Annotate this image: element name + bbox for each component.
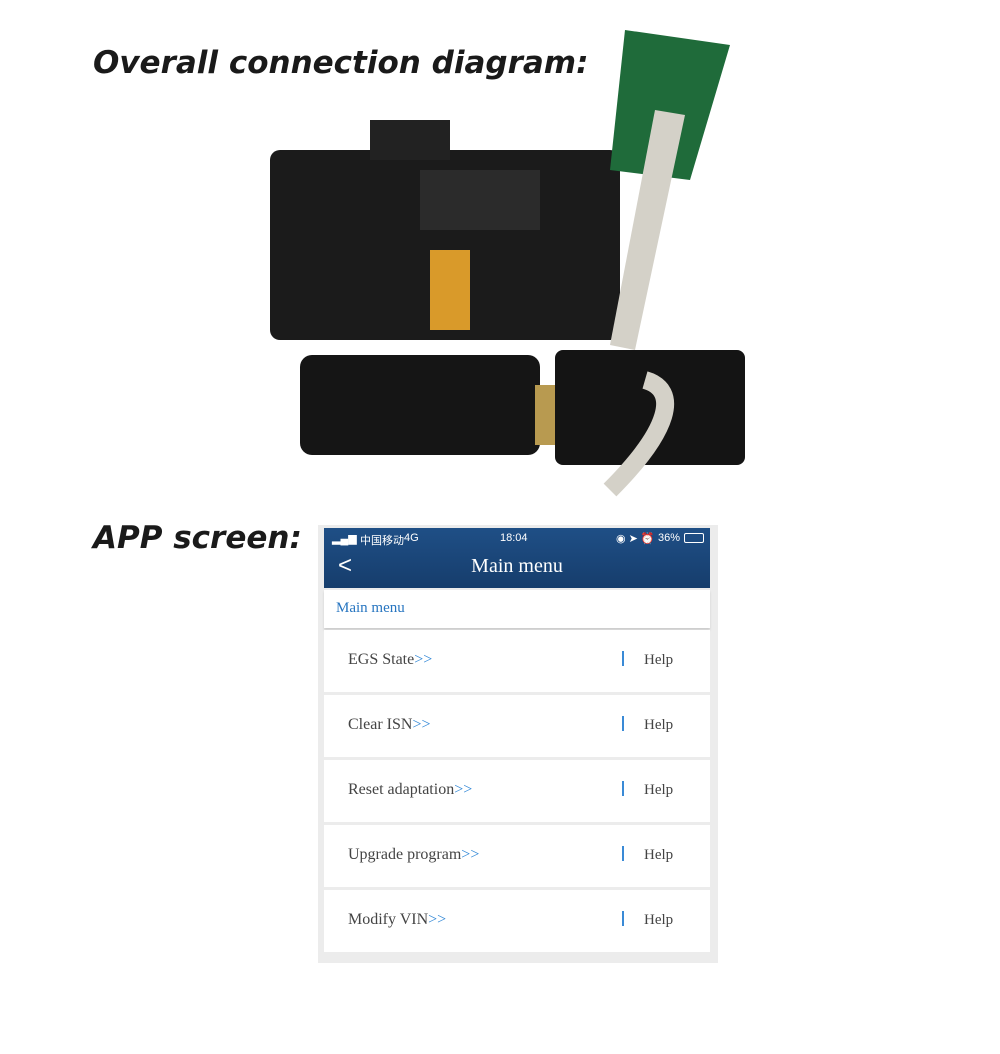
nav-bar: ▂▄▆ 中国移动 4G 18:04 ◉ ➤ ⏰ 36% < Main menu [324,528,710,588]
menu-label: EGS State [348,651,415,668]
menu-label: Clear ISN [348,716,413,733]
obd-device [300,355,540,455]
section-header: Main menu [324,590,710,628]
menu-item-egs-state[interactable]: EGS State>> Help [324,630,710,692]
menu-item-upgrade-program[interactable]: Upgrade program>> Help [324,825,710,887]
section-title[interactable]: Main menu [336,600,405,616]
adapter-board [610,30,730,180]
ribbon-connector [430,250,470,330]
ribbon-cable [610,110,685,350]
arrow: >> [454,781,473,798]
app-screenshot: ▂▄▆ 中国移动 4G 18:04 ◉ ➤ ⏰ 36% < Main menu … [318,525,718,963]
isp-adapter [555,350,745,465]
menu-label: Reset adaptation [348,781,455,798]
battery-icon [684,533,704,543]
menu-label: Modify VIN [348,911,429,928]
help-link[interactable]: Help [644,782,674,798]
app-heading: APP screen: [93,520,302,556]
time: 18:04 [500,532,528,544]
carrier: 中国移动 [360,535,404,547]
arrow: >> [428,911,447,928]
menu-item-reset-adaptation[interactable]: Reset adaptation>> Help [324,760,710,822]
menu-item-modify-vin[interactable]: Modify VIN>> Help [324,890,710,952]
back-button[interactable]: < [338,552,353,579]
arrow: >> [412,716,431,733]
signal-icon: ▂▄▆ [332,533,357,545]
menu-label: Upgrade program [348,846,462,863]
menu-item-clear-isn[interactable]: Clear ISN>> Help [324,695,710,757]
status-icons: ◉ ➤ ⏰ [616,533,655,545]
network: 4G [404,532,419,544]
help-link[interactable]: Help [644,847,674,863]
connection-photo [270,30,745,497]
help-link[interactable]: Help [644,717,674,733]
arrow: >> [461,846,480,863]
diagram-heading: Overall connection diagram: [93,45,589,81]
arrow: >> [414,651,433,668]
help-link[interactable]: Help [644,652,674,668]
help-link[interactable]: Help [644,912,674,928]
nav-title: Main menu [471,555,563,577]
battery-level: 36% [658,532,681,544]
